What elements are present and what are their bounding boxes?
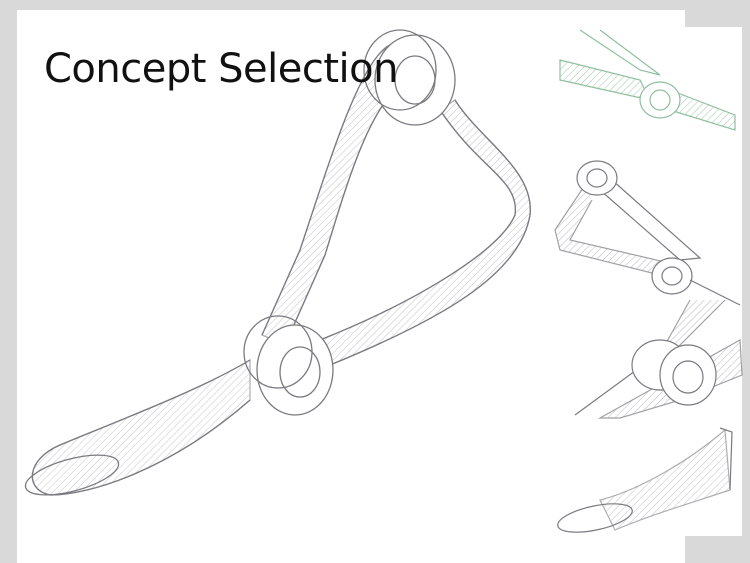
slide-title: Concept Selection (44, 46, 398, 92)
triangle-concept-sketch (554, 160, 741, 306)
tip-sketch (557, 427, 733, 533)
green-pliers-sketch (559, 29, 736, 131)
joint-closeup-sketch (574, 299, 743, 419)
main-tweezer-sketch (24, 29, 531, 496)
